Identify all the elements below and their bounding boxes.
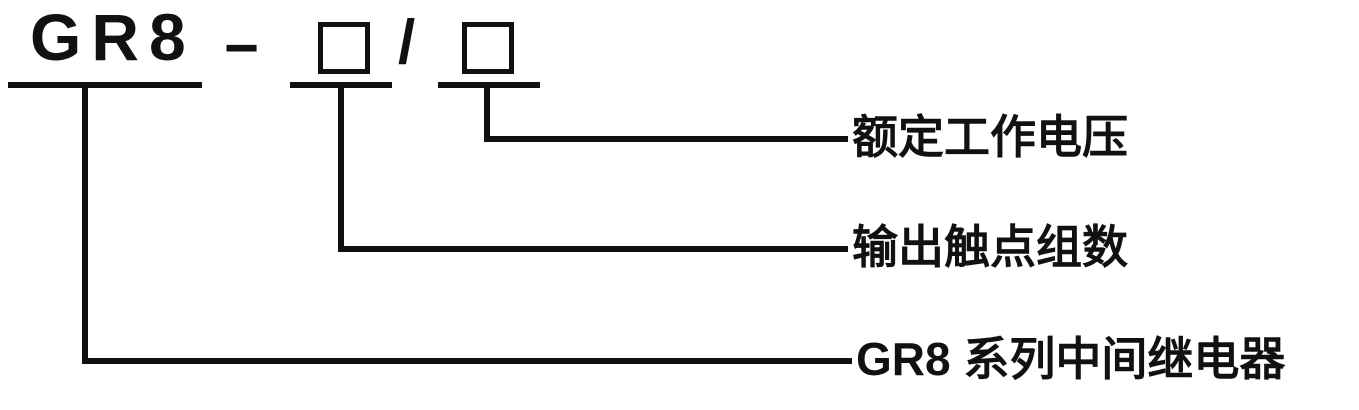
underline-rated-voltage: [438, 82, 540, 88]
label-output-contact-groups: 输出触点组数: [852, 221, 1128, 273]
dash-separator: −: [224, 14, 260, 81]
underline-series: [8, 82, 202, 88]
placeholder-box-output-contacts: [318, 22, 370, 74]
label-rated-working-voltage: 额定工作电压: [852, 111, 1128, 163]
connector-voltage-vertical: [484, 86, 490, 142]
connector-contacts-vertical: [338, 86, 344, 252]
series-code-text: GR8: [30, 0, 196, 74]
connector-contacts-horizontal: [338, 246, 848, 252]
slash-separator: /: [398, 8, 416, 77]
connector-voltage-horizontal: [484, 136, 848, 142]
placeholder-box-rated-voltage: [462, 22, 514, 74]
underline-output-contacts: [290, 82, 392, 88]
connector-series-vertical: [82, 86, 88, 364]
label-series-name: GR8 系列中间继电器: [856, 333, 1286, 385]
connector-series-horizontal: [82, 358, 852, 364]
